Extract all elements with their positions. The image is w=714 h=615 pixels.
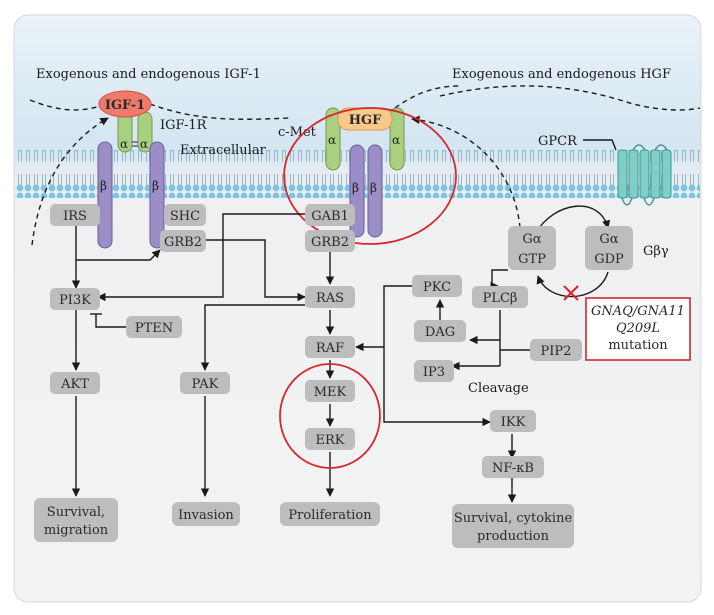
outcome-invasion: Invasion	[172, 502, 240, 526]
hgf-autocrine-arrow	[411, 115, 521, 229]
gpcr-label: GPCR	[538, 134, 578, 149]
mek-erk-highlight-circle	[279, 363, 381, 469]
svg-text:PTEN: PTEN	[135, 321, 173, 336]
node-pkc: PKC	[412, 275, 462, 297]
svg-text:GRB2: GRB2	[311, 235, 349, 250]
outcome-survival-migration: Survival, migration	[34, 498, 118, 542]
hgf-ligand-label: HGF	[349, 113, 382, 128]
cmet-alpha-right	[389, 107, 405, 171]
cmet-beta-label-2: β	[370, 181, 377, 195]
svg-text:AKT: AKT	[60, 377, 89, 392]
svg-text:production: production	[477, 529, 550, 544]
igf-autocrine-arrow	[31, 117, 109, 246]
cmet-alpha-label-1: α	[328, 133, 336, 147]
mutation-variant: Q209L	[616, 321, 660, 336]
igf1r-beta-label-2: β	[152, 179, 159, 193]
outcome-survival-cytokine: Survival, cytokine production	[452, 504, 574, 548]
igf1r-beta-left	[97, 141, 113, 249]
svg-text:GTP: GTP	[518, 252, 546, 267]
cmet-highlight-circle	[283, 107, 457, 245]
svg-text:GAB1: GAB1	[311, 209, 349, 224]
svg-text:NF-κB: NF-κB	[492, 461, 534, 476]
svg-text:migration: migration	[44, 523, 109, 538]
svg-text:GDP: GDP	[594, 252, 624, 267]
svg-text:PAK: PAK	[192, 377, 219, 392]
hgf-wave	[439, 85, 701, 111]
svg-text:DAG: DAG	[425, 325, 455, 340]
igf1-ligand-label: IGF-1	[105, 98, 145, 113]
mutation-box: GNAQ/GNA11 Q209L mutation	[585, 297, 691, 361]
node-galpha-gtp: Gα GTP	[508, 226, 556, 270]
svg-text:ERK: ERK	[316, 433, 345, 448]
node-raf: RAF	[305, 336, 355, 358]
node-shc: SHC	[164, 204, 206, 226]
igf1r-alpha-label-1: α	[120, 137, 128, 151]
svg-text:Survival, cytokine: Survival, cytokine	[454, 511, 573, 526]
node-akt: AKT	[50, 372, 100, 394]
hgf-source-arrow	[394, 85, 461, 109]
svg-text:RAF: RAF	[316, 341, 344, 356]
svg-text:Survival,: Survival,	[47, 505, 105, 520]
svg-text:RAS: RAS	[316, 291, 344, 306]
cmet-alpha-label-2: α	[392, 133, 400, 147]
blocked-hydrolysis-x	[563, 285, 579, 301]
node-grb2-mid: GRB2	[305, 230, 355, 252]
node-pi3k: PI3K	[50, 288, 100, 310]
svg-text:SHC: SHC	[170, 209, 200, 224]
igf1r-beta-right	[149, 141, 165, 249]
node-mek: MEK	[305, 380, 355, 402]
node-pten: PTEN	[126, 316, 182, 338]
gpcr-pointer	[583, 139, 617, 151]
igf1r-alpha-label-2: α	[140, 137, 148, 151]
hgf-source-label: Exogenous and endogenous HGF	[452, 67, 671, 82]
cleavage-label: Cleavage	[468, 381, 529, 396]
igf1r-beta-label-1: β	[100, 179, 107, 193]
node-nfkb: NF-κB	[482, 456, 544, 478]
node-plcb: PLCβ	[472, 286, 528, 308]
node-galpha-gdp: Gα GDP	[585, 226, 633, 270]
svg-text:PIP2: PIP2	[541, 344, 572, 359]
svg-text:IP3: IP3	[423, 365, 445, 380]
gbg-label: Gβγ	[643, 244, 669, 259]
node-erk: ERK	[305, 428, 355, 450]
node-grb2-left: GRB2	[160, 230, 206, 252]
svg-text:PI3K: PI3K	[59, 293, 91, 308]
node-dag: DAG	[414, 320, 466, 342]
gpcr-receptor	[617, 144, 672, 206]
igf-wave-left	[29, 99, 101, 111]
svg-text:PKC: PKC	[423, 280, 451, 295]
svg-text:Proliferation: Proliferation	[288, 508, 372, 523]
mutation-word: mutation	[608, 338, 668, 353]
node-ras: RAS	[305, 286, 355, 308]
arrows	[71, 205, 611, 503]
cmet-beta-label-1: β	[352, 181, 359, 195]
node-pak: PAK	[180, 372, 230, 394]
outcome-proliferation: Proliferation	[280, 502, 380, 526]
mutation-gene: GNAQ/GNA11	[591, 304, 685, 319]
svg-text:Gα: Gα	[599, 232, 618, 247]
node-pip2: PIP2	[530, 339, 582, 361]
svg-text:Gα: Gα	[522, 232, 541, 247]
igf-source-label: Exogenous and endogenous IGF-1	[36, 67, 261, 82]
node-gab1: GAB1	[305, 204, 355, 226]
svg-text:MEK: MEK	[314, 385, 347, 400]
igf1-ligand	[98, 90, 152, 118]
node-ikk: IKK	[490, 410, 536, 432]
extracellular-label: Extracellular	[180, 143, 267, 158]
node-irs: IRS	[50, 204, 100, 226]
svg-text:PLCβ: PLCβ	[483, 291, 518, 306]
svg-text:Invasion: Invasion	[178, 508, 234, 523]
svg-text:IRS: IRS	[63, 209, 87, 224]
igf1r-label: IGF-1R	[160, 118, 208, 133]
svg-text:IKK: IKK	[501, 415, 526, 430]
cmet-alpha-left	[325, 107, 341, 171]
node-ip3: IP3	[414, 360, 454, 382]
cmet-beta-right	[367, 144, 383, 238]
svg-text:GRB2: GRB2	[164, 235, 202, 250]
